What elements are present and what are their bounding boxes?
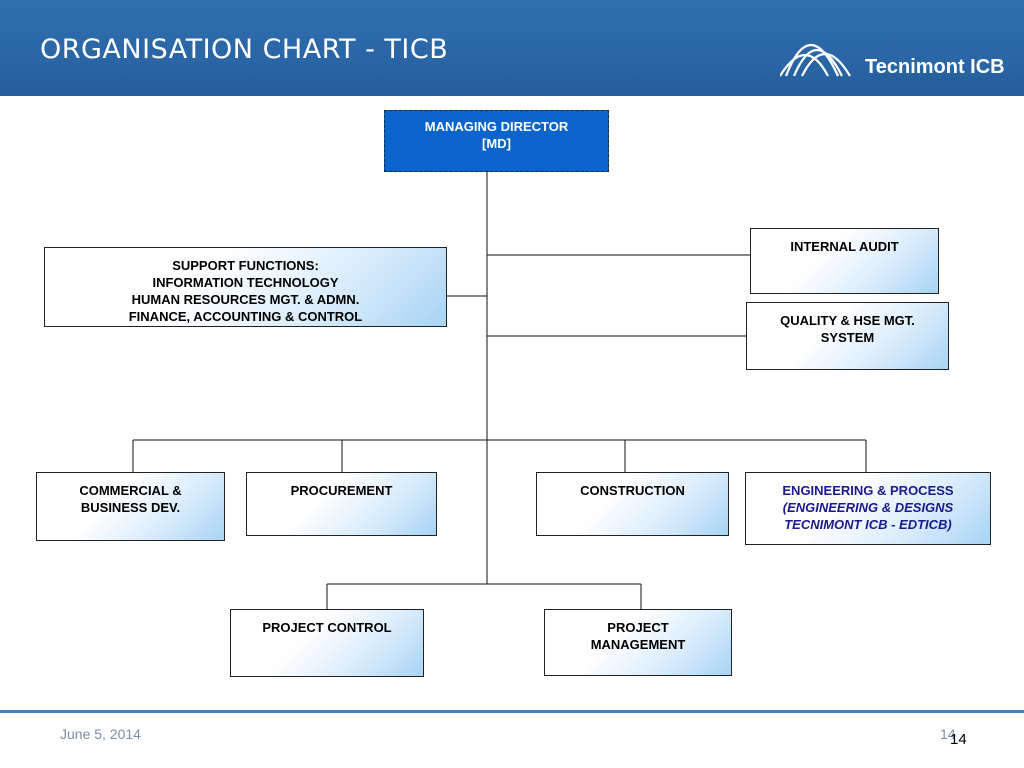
managing-director-box: MANAGING DIRECTOR [MD] bbox=[384, 110, 609, 172]
box-text-line: PROJECT CONTROL bbox=[262, 620, 392, 635]
footer-page-number-overlay: 14 bbox=[950, 731, 967, 748]
construction-box: CONSTRUCTION bbox=[536, 472, 729, 536]
box-text-line: SUPPORT FUNCTIONS: bbox=[172, 258, 319, 273]
box-text-line: BUSINESS DEV. bbox=[80, 500, 181, 515]
box-text-line: [MD] bbox=[482, 136, 511, 151]
engineering-process-box: ENGINEERING & PROCESS (ENGINEERING & DES… bbox=[745, 472, 991, 545]
logo-text: Tecnimont ICB bbox=[865, 56, 1005, 78]
project-control-box: PROJECT CONTROL bbox=[230, 609, 424, 677]
internal-audit-box: INTERNAL AUDIT bbox=[750, 228, 939, 294]
box-text-line: ENGINEERING & PROCESS bbox=[782, 483, 954, 498]
box-text-line: TECNIMONT ICB - EDTICB) bbox=[784, 517, 952, 532]
box-text-line: FINANCE, ACCOUNTING & CONTROL bbox=[128, 309, 363, 324]
support-functions-box: SUPPORT FUNCTIONS: INFORMATION TECHNOLOG… bbox=[44, 247, 447, 327]
box-text-line: CONSTRUCTION bbox=[580, 483, 685, 498]
footer-date: June 5, 2014 bbox=[60, 726, 141, 742]
footer-page-number: 14 bbox=[940, 726, 956, 742]
tecnimont-logo-arcs-icon bbox=[780, 44, 851, 77]
box-text-line: MANAGEMENT bbox=[590, 637, 686, 652]
header-bar: ORGANISATION CHART - TICB Tecnimont ICB bbox=[0, 0, 1024, 96]
project-management-box: PROJECT MANAGEMENT bbox=[544, 609, 732, 676]
box-text-line: MANAGING DIRECTOR bbox=[424, 119, 569, 134]
box-text-line: QUALITY & HSE MGT. bbox=[780, 313, 915, 328]
page-title: ORGANISATION CHART - TICB bbox=[40, 34, 449, 65]
footer-divider bbox=[0, 710, 1024, 713]
box-text-line: (ENGINEERING & DESIGNS bbox=[782, 500, 954, 515]
commercial-business-dev-box: COMMERCIAL & BUSINESS DEV. bbox=[36, 472, 225, 541]
box-text-line: PROCUREMENT bbox=[290, 483, 393, 498]
box-text-line: COMMERCIAL & bbox=[79, 483, 182, 498]
quality-hse-box: QUALITY & HSE MGT. SYSTEM bbox=[746, 302, 949, 370]
box-text-line: SYSTEM bbox=[820, 330, 875, 345]
box-text-line: HUMAN RESOURCES MGT. & ADMN. bbox=[131, 292, 360, 307]
box-text-line: PROJECT bbox=[607, 620, 669, 635]
box-text-line: INFORMATION TECHNOLOGY bbox=[152, 275, 339, 290]
box-text-line: INTERNAL AUDIT bbox=[790, 239, 899, 254]
procurement-box: PROCUREMENT bbox=[246, 472, 437, 536]
